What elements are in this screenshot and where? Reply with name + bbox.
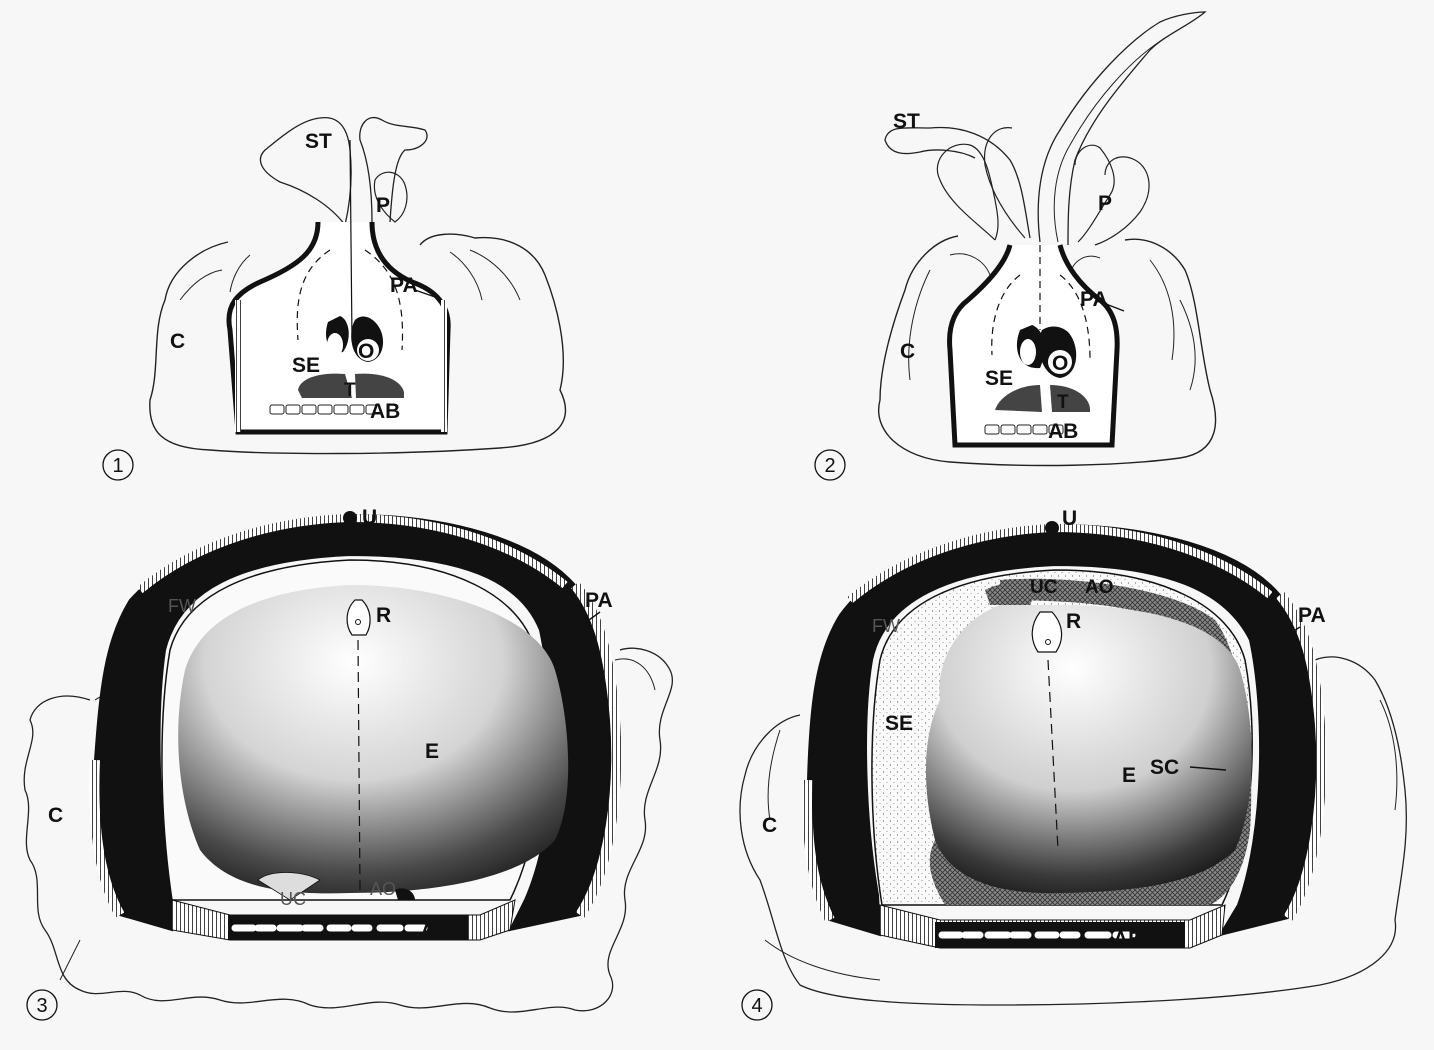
label-ao: AO xyxy=(1085,577,1114,598)
label-se: SE xyxy=(292,354,320,377)
label-c: C xyxy=(762,814,777,837)
figure-number-4: 4 xyxy=(751,995,762,1017)
label-fw: FW xyxy=(872,616,900,636)
label-u: U xyxy=(1062,507,1077,530)
label-c: C xyxy=(48,804,63,827)
label-se: SE xyxy=(885,712,913,735)
label-c: C xyxy=(900,340,915,363)
label-u: U xyxy=(362,506,377,529)
embryo xyxy=(926,605,1252,893)
label-st: ST xyxy=(305,130,332,153)
embryo xyxy=(178,585,568,893)
label-e: E xyxy=(1122,764,1136,787)
label-p: P xyxy=(376,194,390,217)
label-pa: PA xyxy=(1080,288,1108,311)
label-ab: AB xyxy=(420,920,450,943)
label-sc: SC xyxy=(1150,756,1179,779)
label-r: R xyxy=(376,604,391,627)
figure-number-2: 2 xyxy=(824,455,835,477)
figure-1: ST P PA C SE O T AB 1 xyxy=(103,118,565,480)
label-pa: PA xyxy=(390,274,418,297)
label-ab: AB xyxy=(1113,928,1143,951)
label-t: T xyxy=(344,380,356,401)
abscission-layer xyxy=(935,922,1185,948)
figure-number-3: 3 xyxy=(36,995,47,1017)
label-r: R xyxy=(1066,610,1081,633)
figure-4: U UC AO FW R PA SE SC E C AB 4 xyxy=(740,507,1406,1020)
stigma-outline xyxy=(885,127,1030,238)
figure-3: U FW R PA E C UC AO AB 3 xyxy=(24,506,672,1020)
label-o: O xyxy=(1052,352,1068,375)
label-uc: UC xyxy=(280,889,306,909)
label-fw: FW xyxy=(168,596,196,616)
label-o: O xyxy=(358,340,374,363)
label-p: P xyxy=(1098,192,1112,215)
label-st: ST xyxy=(893,110,920,133)
label-ao: AO xyxy=(370,879,396,899)
label-ab: AB xyxy=(370,400,400,423)
label-pa: PA xyxy=(585,589,613,612)
label-se: SE xyxy=(985,367,1013,390)
abscission-layer xyxy=(270,405,380,414)
figure-number-1: 1 xyxy=(112,455,123,477)
label-uc: UC xyxy=(1030,577,1058,598)
label-e: E xyxy=(425,740,439,763)
label-pa: PA xyxy=(1298,604,1326,627)
figure-2: ST P PA C SE O T AB 2 xyxy=(815,12,1216,480)
label-c: C xyxy=(170,330,185,353)
label-t: T xyxy=(1057,392,1069,413)
label-ab: AB xyxy=(1048,420,1078,443)
